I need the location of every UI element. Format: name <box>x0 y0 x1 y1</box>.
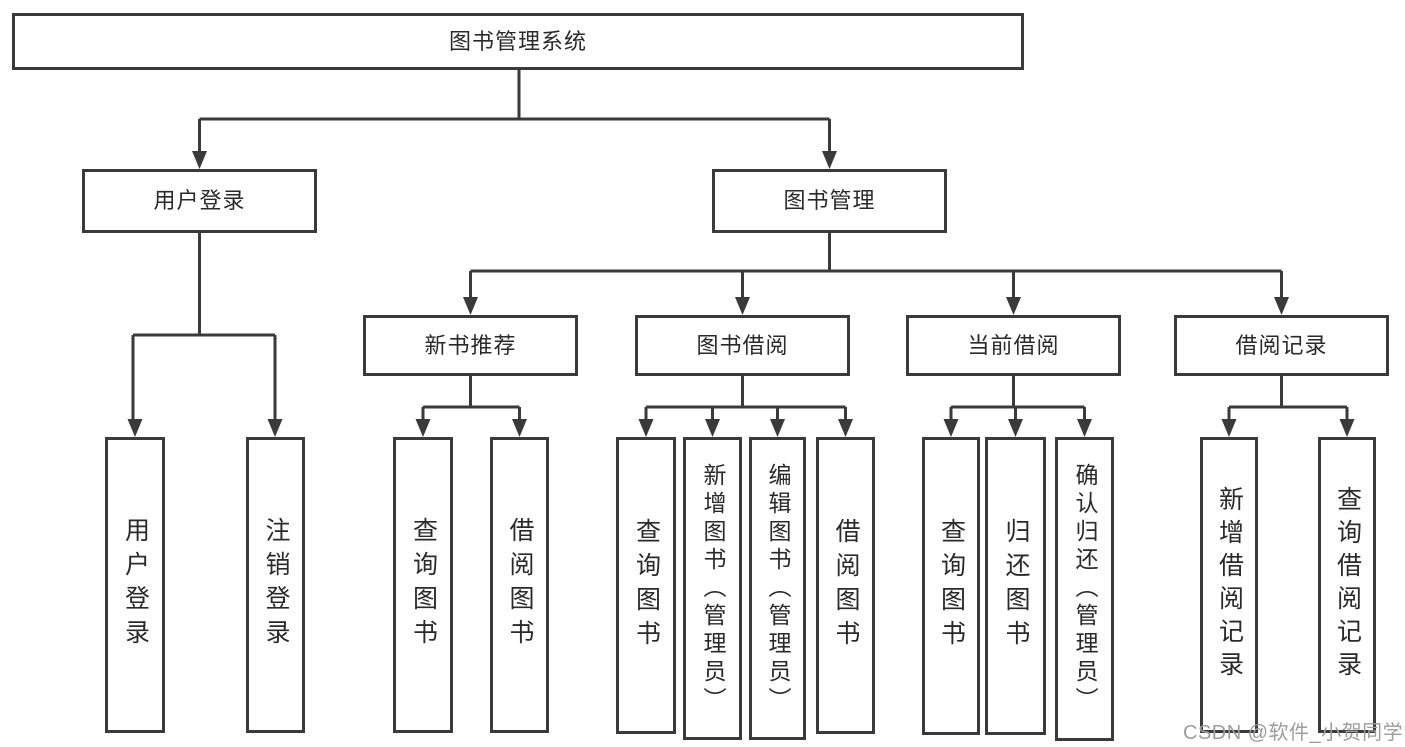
node-new-book-recommendation: 新书推荐 <box>363 315 578 376</box>
leaf-borrow-books-borrowing-label: 借阅图书 <box>832 517 860 654</box>
leaf-logout-label: 注销登录 <box>262 517 290 653</box>
leaf-borrow-books-recommendation-label: 借阅图书 <box>506 517 534 653</box>
leaf-query-borrowing-record: 查询借阅记录 <box>1318 437 1376 733</box>
node-book-borrowing: 图书借阅 <box>635 315 850 376</box>
leaf-query-borrowing-record-label: 查询借阅记录 <box>1333 486 1362 684</box>
leaf-add-books-admin-label: 新增图书（管理员） <box>700 462 726 715</box>
leaf-return-books-label: 归还图书 <box>1002 518 1030 654</box>
leaf-edit-books-admin-label: 编辑图书（管理员） <box>765 462 791 715</box>
node-borrowing-records: 借阅记录 <box>1174 315 1389 376</box>
node-current-borrowing-label: 当前借阅 <box>967 332 1060 358</box>
leaf-add-books-admin: 新增图书（管理员） <box>683 437 742 740</box>
node-borrowing-records-label: 借阅记录 <box>1235 332 1328 358</box>
tree-edges <box>131 70 1349 421</box>
leaf-query-books-recommendation-label: 查询图书 <box>409 517 438 653</box>
leaf-return-books: 归还图书 <box>985 437 1046 735</box>
leaf-add-borrowing-record: 新增借阅记录 <box>1200 437 1258 733</box>
leaf-edit-books-admin: 编辑图书（管理员） <box>749 437 806 740</box>
leaf-query-books-current: 查询图书 <box>922 437 980 735</box>
leaf-query-books-borrowing: 查询图书 <box>616 437 676 734</box>
node-library-management-system: 图书管理系统 <box>12 13 1024 70</box>
watermark: CSDN @软件_小贺同学 <box>1183 722 1404 744</box>
node-book-borrowing-label: 图书借阅 <box>696 332 789 358</box>
node-current-borrowing: 当前借阅 <box>906 315 1121 376</box>
leaf-user-login-label: 用户登录 <box>121 517 150 653</box>
node-book-management-label: 图书管理 <box>783 188 876 213</box>
leaf-query-books-borrowing-label: 查询图书 <box>632 517 661 654</box>
leaf-borrow-books-recommendation: 借阅图书 <box>490 437 549 733</box>
node-library-management-system-label: 图书管理系统 <box>448 28 587 54</box>
node-user-login: 用户登录 <box>82 169 317 233</box>
leaf-add-borrowing-record-label: 新增借阅记录 <box>1215 486 1244 684</box>
leaf-user-login: 用户登录 <box>105 437 165 733</box>
node-book-management: 图书管理 <box>712 169 947 233</box>
leaf-borrow-books-borrowing: 借阅图书 <box>816 437 875 734</box>
leaf-query-books-recommendation: 查询图书 <box>393 437 453 733</box>
leaf-confirm-return-admin-label: 确认归还（管理员） <box>1072 463 1098 715</box>
node-new-book-recommendation-label: 新书推荐 <box>424 332 517 358</box>
leaf-query-books-current-label: 查询图书 <box>937 518 966 654</box>
leaf-logout: 注销登录 <box>246 437 305 733</box>
node-user-login-label: 用户登录 <box>153 188 246 213</box>
leaf-confirm-return-admin: 确认归还（管理员） <box>1055 437 1114 741</box>
